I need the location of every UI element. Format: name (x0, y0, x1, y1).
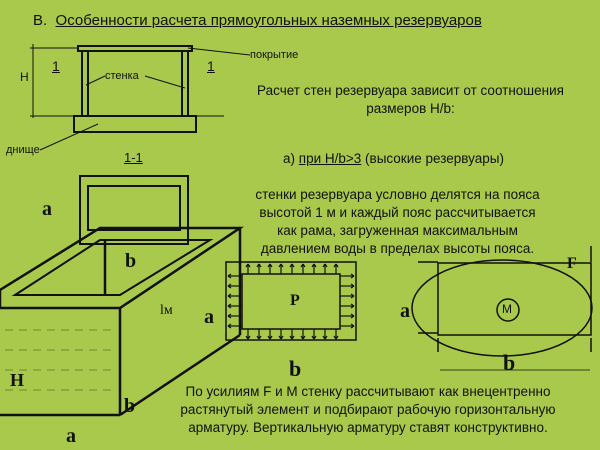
tank-hatching (5, 329, 115, 391)
iso-label-H: H (10, 370, 25, 390)
pressure-arrow (350, 285, 355, 289)
intro-text: Расчет стен резервуара зависит от соотно… (257, 83, 564, 116)
moment-label-M: M (502, 302, 512, 316)
iso-label-lm: lм (160, 303, 173, 318)
iso-label-a-bottom: a (66, 425, 76, 447)
pressure-arrow (291, 335, 295, 340)
pressure-arrow (258, 335, 262, 340)
pressure-arrow (302, 335, 306, 340)
case-a-text: а) при H/b>3 (высокие резервуары) (283, 151, 504, 166)
pressure-arrow (335, 263, 339, 268)
pressure-arrow (324, 335, 328, 340)
section-mark-right: 1 (207, 58, 215, 74)
pressure-arrow (350, 315, 355, 319)
iso-label-a-side: a (204, 306, 214, 328)
iso-label-b-top: b (125, 250, 137, 272)
pressure-arrow (227, 305, 232, 309)
wall-label: стенка (105, 70, 139, 82)
pressure-label-b: b (289, 356, 302, 381)
pressure-arrow (291, 263, 295, 268)
section-view (30, 44, 251, 151)
pressure-arrow (258, 263, 262, 268)
slide-title: В. Особенности расчета прямоугольных наз… (33, 12, 482, 29)
pressure-arrow (280, 263, 284, 268)
pressure-arrow (247, 335, 251, 340)
pressure-arrow (350, 295, 355, 299)
pressure-arrow (227, 315, 232, 319)
pressure-arrow (227, 325, 232, 329)
conclusion-text: По усилиям F и M стенку рассчитывают как… (180, 384, 556, 435)
pressure-arrow (227, 275, 232, 279)
pressure-arrow (280, 335, 284, 340)
section-title: 1-1 (124, 150, 143, 165)
pressure-arrow (324, 263, 328, 268)
pressure-label-P: P (290, 292, 300, 309)
pressure-arrow (350, 275, 355, 279)
pressure-arrow (269, 263, 273, 268)
bottom-label: днище (6, 144, 40, 156)
pressure-arrows (227, 263, 355, 340)
label-H: H (20, 70, 29, 84)
pressure-arrow (247, 263, 251, 268)
section-mark-left: 1 (52, 58, 60, 74)
iso-label-a-top: a (42, 198, 52, 220)
pressure-arrow (227, 295, 232, 299)
moment-label-b: b (503, 350, 516, 375)
pressure-arrow (269, 335, 273, 340)
moment-label-F: F (567, 255, 577, 272)
pressure-arrow (302, 263, 306, 268)
iso-tank (0, 175, 245, 417)
pressure-arrow (227, 285, 232, 289)
pressure-arrow (350, 325, 355, 329)
pressure-arrow (313, 263, 317, 268)
moment-label-a: a (400, 300, 410, 322)
pressure-arrow (350, 305, 355, 309)
pressure-arrow (335, 335, 339, 340)
belts-text: стенки резервуара условно делятся на поя… (255, 187, 540, 256)
roof-label: покрытие (250, 49, 299, 61)
moment-diagram (411, 246, 593, 371)
pressure-arrow (313, 335, 317, 340)
pressure-diagram (225, 261, 357, 341)
iso-label-b-bottom: b (124, 395, 136, 417)
